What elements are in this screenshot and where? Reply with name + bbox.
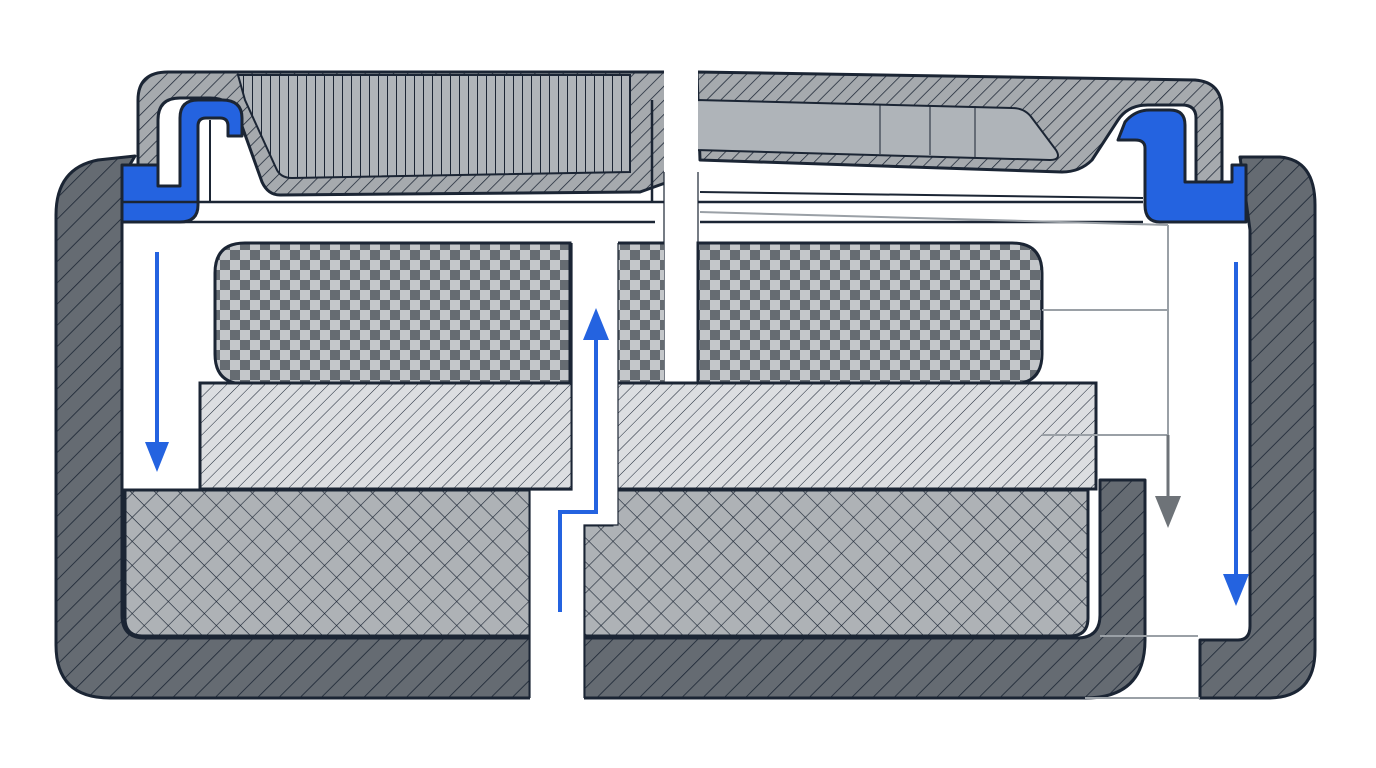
outer-can-center-bottom [582,478,1147,700]
top-cap [136,70,1224,207]
outer-can-housing [54,154,1317,700]
hatched-separator [198,381,1098,491]
blue-up-arrow-center [558,308,609,612]
center-channel-outline [529,243,619,698]
cross-hatched-electrode [123,488,1090,638]
leader-lines [699,211,1200,699]
left-gasket [120,98,244,224]
top-cap-right-band [696,98,1059,162]
outer-can-left-half [54,154,532,700]
center-slot [664,68,698,384]
outer-can-right-wall [1198,155,1317,700]
blue-down-arrow-left [145,252,169,472]
blue-down-arrow-right [1223,262,1249,606]
gray-down-arrow-right [1155,435,1181,528]
top-cap-vertical-lines [236,74,631,180]
right-gasket [1116,108,1248,224]
checkered-electrode [213,241,1044,386]
